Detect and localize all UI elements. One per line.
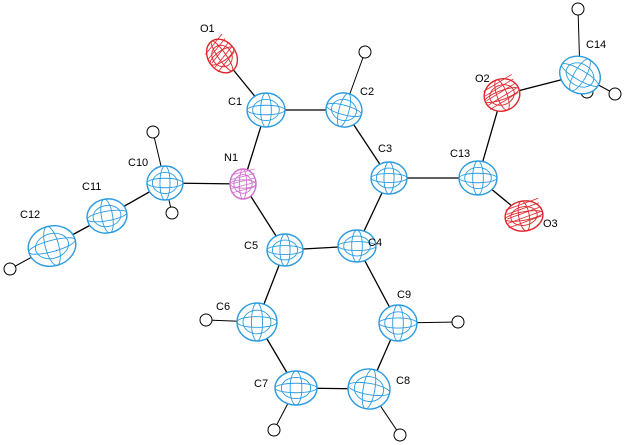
atom-o3 xyxy=(504,197,544,232)
atom-label-c9: C9 xyxy=(397,289,411,301)
atom-label-c7: C7 xyxy=(254,378,268,390)
atom-c10 xyxy=(146,165,184,201)
atom-label-c13: C13 xyxy=(450,148,470,160)
atom-c2 xyxy=(325,92,363,128)
hydrogen-atom-3 xyxy=(165,206,179,220)
atom-label-c5: C5 xyxy=(244,240,258,252)
atom-label-c14: C14 xyxy=(586,39,606,51)
atom-c8 xyxy=(347,368,391,410)
atom-label-o1: O1 xyxy=(200,23,215,35)
atom-label-c6: C6 xyxy=(216,301,230,313)
atom-o1 xyxy=(205,33,239,74)
atom-label-c10: C10 xyxy=(128,157,148,169)
atom-c13 xyxy=(458,160,498,196)
atom-label-c12: C12 xyxy=(20,209,40,221)
atom-label-c11: C11 xyxy=(82,181,101,193)
atom-n1 xyxy=(229,168,257,200)
atom-c12 xyxy=(27,225,77,267)
atom-label-c4: C4 xyxy=(368,237,382,249)
atom-o2 xyxy=(483,74,521,112)
atom-c3 xyxy=(370,161,408,195)
hydrogen-atom-10 xyxy=(608,87,622,101)
atom-label-o3: O3 xyxy=(543,218,558,230)
atom-c5 xyxy=(266,233,304,267)
hydrogen-atom-8 xyxy=(451,315,465,329)
hydrogen-atom-4 xyxy=(3,262,17,276)
hydrogen-atom-9 xyxy=(571,2,585,16)
hydrogen-atom-2 xyxy=(146,125,160,139)
hydrogen-atom-5 xyxy=(199,313,213,327)
hydrogen-atom-7 xyxy=(393,428,407,442)
atom-label-c2: C2 xyxy=(360,86,374,98)
atom-label-c8: C8 xyxy=(396,375,410,387)
atom-c1 xyxy=(246,92,286,128)
atom-label-c3: C3 xyxy=(378,143,392,155)
atom-c6 xyxy=(236,302,278,342)
atom-label-c1: C1 xyxy=(228,96,242,108)
atom-layer xyxy=(27,33,601,410)
atom-c9 xyxy=(378,304,418,342)
atom-label-n1: N1 xyxy=(224,152,238,164)
atom-c14 xyxy=(559,55,601,95)
atom-c4 xyxy=(337,229,377,263)
hydrogen-atom-6 xyxy=(267,423,281,437)
atom-label-o2: O2 xyxy=(475,73,490,85)
atom-c7 xyxy=(274,370,318,406)
hydrogen-atom-1 xyxy=(358,45,372,59)
atom-c11 xyxy=(86,198,128,234)
